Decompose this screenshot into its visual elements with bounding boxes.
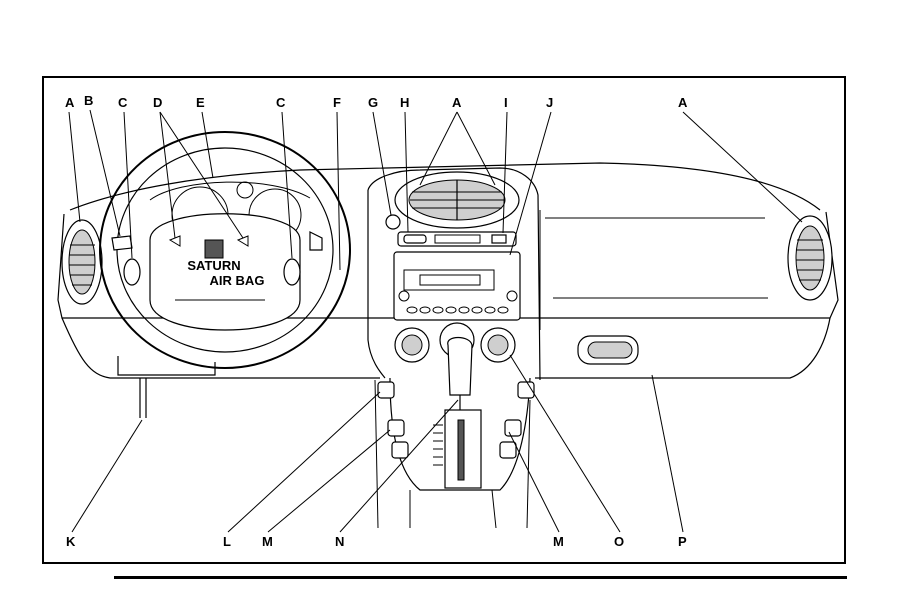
right-air-vent [788, 216, 832, 300]
callout-E: E [196, 95, 205, 110]
callout-P: P [678, 534, 687, 549]
callout-D: D [153, 95, 162, 110]
callout-A: A [65, 95, 75, 110]
callout-I: I [504, 95, 508, 110]
callout-K: K [66, 534, 76, 549]
callout-C: C [276, 95, 286, 110]
callout-M: M [262, 534, 273, 549]
callout-F: F [333, 95, 341, 110]
callout-labels-bottom: K L M N M O P [66, 534, 687, 549]
callout-A: A [452, 95, 462, 110]
callout-H: H [400, 95, 409, 110]
callout-G: G [368, 95, 378, 110]
glove-box-handle [578, 336, 638, 364]
callout-labels-top: A B C D E C F G H A I J A [65, 93, 688, 110]
steering-wheel: SATURN AIR BAG [100, 132, 350, 418]
callout-L: L [223, 534, 231, 549]
callout-B: B [84, 93, 93, 108]
logo-text: SATURN [187, 258, 240, 273]
callout-M: M [553, 534, 564, 549]
left-air-vent [62, 220, 102, 304]
callout-A: A [678, 95, 688, 110]
callout-N: N [335, 534, 344, 549]
center-stack [368, 168, 540, 528]
callout-O: O [614, 534, 624, 549]
callout-J: J [546, 95, 553, 110]
footer-rule [114, 576, 847, 579]
airbag-text: AIR BAG [210, 273, 265, 288]
callout-C: C [118, 95, 128, 110]
